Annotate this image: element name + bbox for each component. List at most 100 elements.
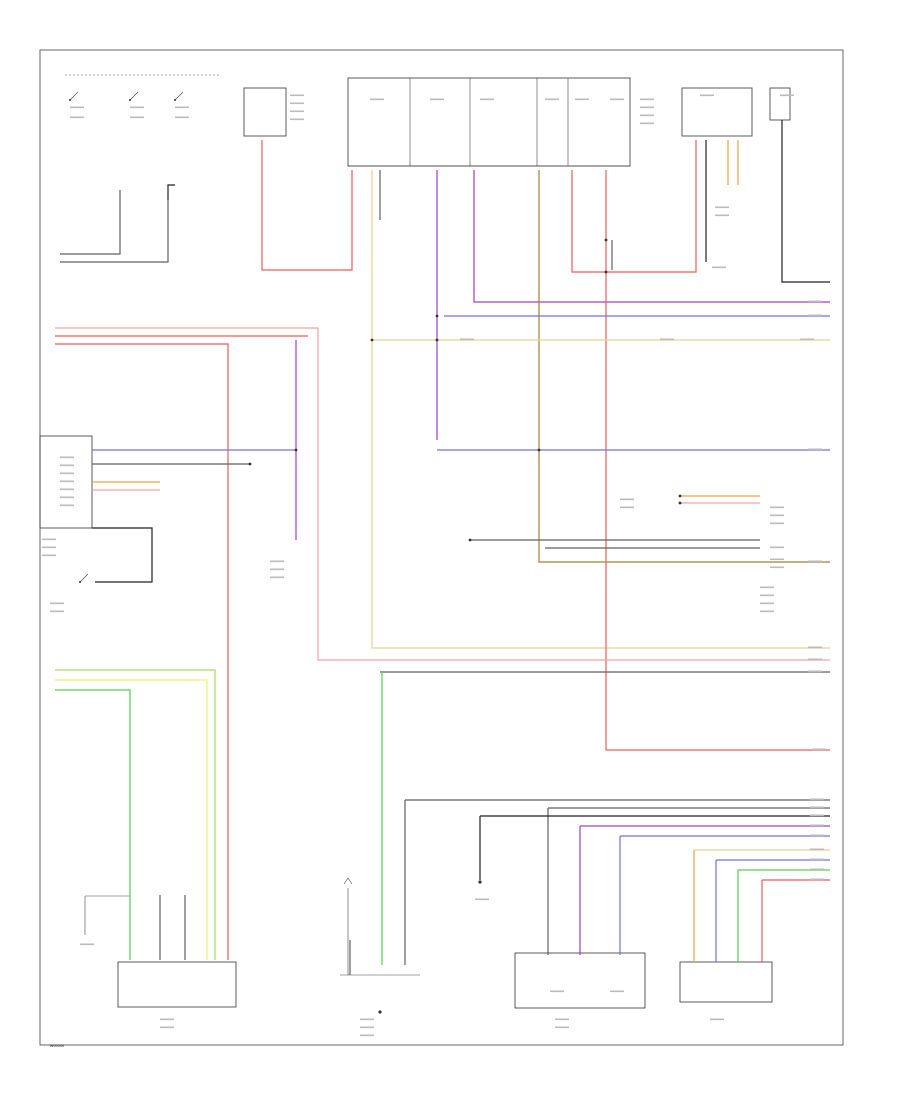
fine-print-mark-51 [760, 610, 774, 613]
fine-print-mark-65 [810, 814, 824, 817]
fine-print-mark-48 [760, 586, 774, 589]
wire-black-2 [167, 184, 175, 200]
fine-print-mark-73 [160, 1026, 174, 1029]
fine-print-mark-7 [290, 102, 304, 105]
fine-print-mark-14 [575, 98, 589, 101]
splice-dot-1 [435, 314, 439, 318]
fine-print-mark-25 [60, 456, 74, 459]
splice-dot-8 [678, 494, 682, 498]
wire-gray-1 [60, 190, 121, 255]
fine-print-mark-75 [360, 1026, 374, 1029]
fine-print-mark-69 [810, 858, 824, 861]
fine-print-mark-3 [70, 116, 84, 119]
wire-red-9 [571, 140, 697, 273]
fine-print-mark-68 [810, 848, 824, 851]
wire-lightgreen-33 [55, 669, 216, 960]
fine-print-mark-66 [810, 824, 824, 827]
bottom-right-module [679, 961, 773, 1003]
fine-print-mark-9 [290, 118, 304, 121]
fine-print-mark-78 [555, 1026, 569, 1029]
wire-black-15 [781, 120, 830, 283]
fine-print-mark-13 [545, 98, 559, 101]
fine-print-mark-46 [770, 558, 784, 561]
splice-dot-5 [468, 538, 472, 542]
sensor-box-far-right [769, 87, 791, 121]
fine-print-mark-83 [475, 898, 489, 901]
left-switch [79, 573, 89, 583]
fine-print-mark-1 [130, 106, 144, 109]
wire-red-3 [261, 140, 353, 271]
splice-dot-4 [294, 448, 298, 452]
bottom-center-module [514, 952, 646, 1009]
splice-dot-3 [537, 448, 541, 452]
fine-print-mark-16 [640, 98, 654, 101]
fine-print-mark-30 [60, 496, 74, 499]
wire-pink-19 [55, 327, 830, 661]
fine-print-mark-34 [42, 554, 56, 557]
fine-print-mark-57 [808, 448, 822, 451]
fine-print-mark-63 [810, 798, 824, 801]
fine-print-mark-45 [770, 546, 784, 549]
wire-purple-7 [473, 170, 830, 303]
fine-print-mark-15 [610, 98, 624, 101]
fine-print-mark-27 [60, 472, 74, 475]
fine-print-mark-74 [360, 1018, 374, 1021]
fine-print-mark-50 [760, 602, 774, 605]
fine-print-mark-8 [290, 110, 304, 113]
splice-dot-2 [435, 338, 439, 342]
figure-id: W00000 [50, 1044, 64, 1048]
fine-print-mark-10 [370, 98, 384, 101]
fine-print-mark-31 [60, 504, 74, 507]
fine-print-mark-21 [780, 94, 794, 97]
fine-print-mark-70 [810, 868, 824, 871]
fine-print-mark-39 [270, 576, 284, 579]
connector-dots [248, 238, 682, 542]
fine-print-mark-38 [270, 568, 284, 571]
fine-print-mark-42 [770, 506, 784, 509]
fine-print-mark-20 [700, 94, 714, 97]
fine-print-mark-4 [130, 116, 144, 119]
fine-print-mark-59 [808, 646, 822, 649]
fine-print-mark-47 [770, 566, 784, 569]
fine-print-mark-49 [760, 594, 774, 597]
fine-print-mark-79 [710, 1018, 724, 1021]
fine-print-mark-56 [808, 314, 822, 317]
fine-print-mark-72 [160, 1018, 174, 1021]
wire-gray-0 [60, 200, 169, 263]
fine-print-mark-0 [70, 106, 84, 109]
fine-print-mark-22 [715, 206, 729, 209]
fine-print-mark-44 [770, 522, 784, 525]
fine-print-mark-54 [800, 338, 814, 341]
fuse-panel-center [347, 77, 631, 167]
fine-print-mark-82 [80, 943, 94, 946]
fine-print-mark-81 [610, 990, 624, 993]
fine-print-mark-62 [812, 748, 826, 751]
label-marks [42, 94, 826, 1037]
fine-print-mark-53 [660, 338, 674, 341]
fuse-box-left [243, 87, 287, 137]
fine-print-mark-24 [712, 266, 726, 269]
fine-print-mark-36 [50, 610, 64, 613]
splice-dot-10 [248, 462, 252, 466]
fine-print-mark-35 [50, 602, 64, 605]
fine-print-mark-37 [270, 560, 284, 563]
fine-print-mark-55 [808, 300, 822, 303]
fine-print-mark-17 [640, 106, 654, 109]
splice-dot-6 [604, 238, 608, 242]
fine-print-mark-29 [60, 488, 74, 491]
fine-print-mark-19 [640, 122, 654, 125]
wire-layer [55, 120, 830, 975]
bottom-left-module [117, 961, 237, 1008]
fine-print-mark-33 [42, 546, 56, 549]
fine-print-mark-71 [810, 878, 824, 881]
wire-green-35 [55, 689, 131, 960]
diagram-frame [39, 49, 844, 1046]
fine-print-mark-11 [430, 98, 444, 101]
fine-print-mark-80 [550, 990, 564, 993]
splice-dot-9 [678, 501, 682, 505]
fine-print-mark-28 [60, 480, 74, 483]
wire-brown-8 [538, 170, 830, 563]
fine-print-mark-58 [808, 560, 822, 563]
